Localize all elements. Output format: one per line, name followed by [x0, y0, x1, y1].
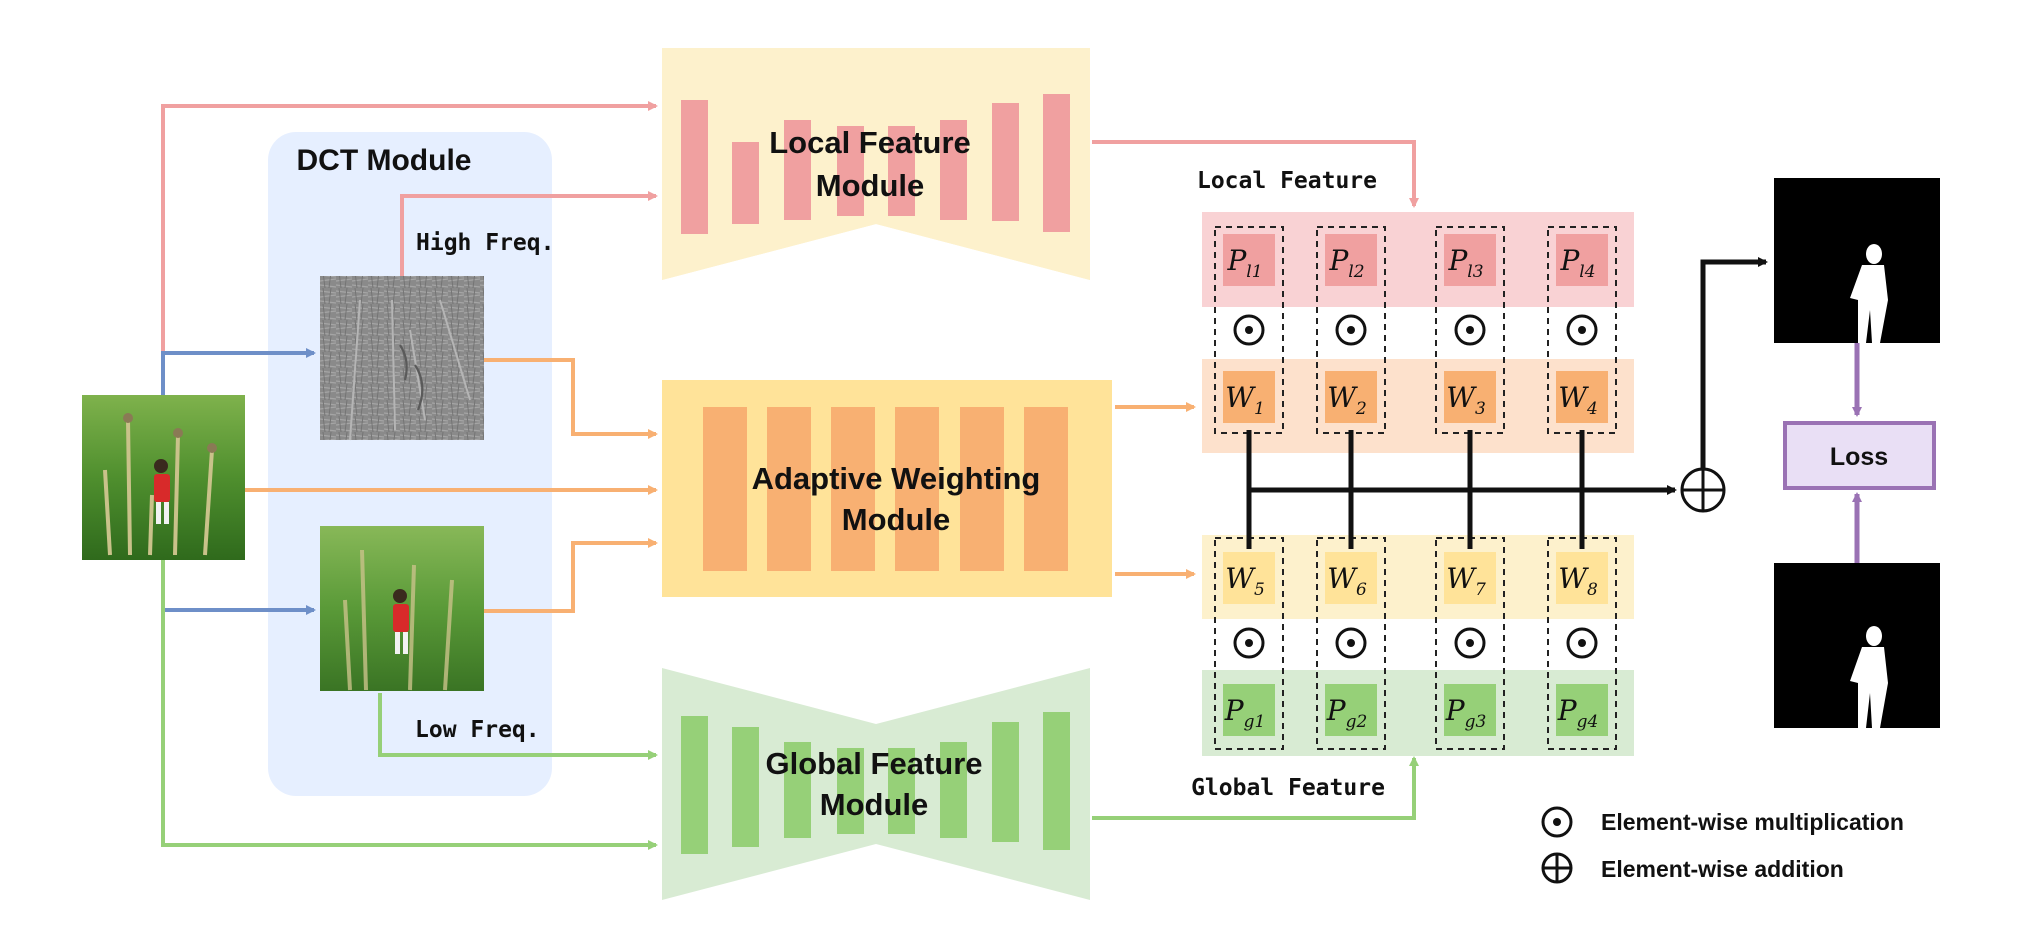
arrow-sum-to-prediction — [1700, 257, 1768, 469]
local-module-title-line1: Local Feature — [769, 125, 971, 160]
odot-icon — [1233, 314, 1265, 346]
weight-bottom-cell-3: W7 — [1444, 552, 1496, 604]
odot-icon — [1541, 806, 1573, 838]
oplus-icon — [1541, 852, 1573, 884]
high-freq-label: High Freq. — [416, 230, 554, 256]
adaptive-weighting-module: Adaptive Weighting Module — [662, 380, 1112, 597]
global-module-title-line2: Module — [820, 787, 929, 822]
global-feature-module: Global Feature Module — [662, 668, 1090, 900]
arrow-high-to-local — [400, 191, 658, 276]
high-frequency-image — [320, 276, 484, 441]
global-feature-cell-4: Pg4 — [1556, 684, 1608, 736]
local-module-title-line2: Module — [816, 168, 925, 203]
weight-top-cell-3: W3 — [1444, 371, 1496, 423]
arrow-input-to-high — [161, 348, 316, 395]
legend: Element-wise multiplication Element-wise… — [1541, 806, 1904, 884]
weight-top-cell-4: W4 — [1556, 371, 1608, 423]
odot-icon — [1566, 314, 1598, 346]
odot-icon — [1454, 627, 1486, 659]
odot-icon — [1454, 314, 1486, 346]
arrow-global-to-feature — [1092, 756, 1419, 820]
local-feature-cell-3: Pl3 — [1444, 234, 1496, 286]
local-feature-cell-2: Pl2 — [1325, 234, 1377, 286]
arrow-low-to-global — [378, 693, 658, 760]
global-feature-cell-2: Pg2 — [1325, 684, 1377, 736]
odot-icon — [1233, 627, 1265, 659]
arrow-high-to-adaptive — [484, 358, 658, 439]
weight-top-cell-2: W2 — [1325, 371, 1377, 423]
adaptive-module-title-line1: Adaptive Weighting — [752, 461, 1041, 496]
weight-bottom-cell-4: W8 — [1556, 552, 1608, 604]
legend-add-text: Element-wise addition — [1601, 856, 1844, 882]
svg-text:Pg3: Pg3 — [1445, 694, 1487, 732]
local-feature-label: Local Feature — [1197, 168, 1377, 194]
weight-bottom-cell-2: W6 — [1325, 552, 1377, 604]
arrow-local-to-feature — [1092, 140, 1419, 208]
odot-icon — [1566, 627, 1598, 659]
global-feature-label: Global Feature — [1191, 775, 1385, 801]
loss-label: Loss — [1830, 443, 1888, 471]
local-feature-cell-4: Pl4 — [1556, 234, 1608, 286]
weight-top-cell-1: W1 — [1223, 371, 1275, 423]
low-freq-label: Low Freq. — [415, 717, 540, 743]
dct-module-title: DCT Module — [297, 144, 472, 177]
oplus-icon — [1680, 467, 1726, 513]
arrow-input-to-local — [161, 101, 658, 395]
adaptive-module-title-line2: Module — [842, 502, 951, 537]
svg-text:Pl1: Pl1 — [1226, 244, 1262, 282]
loss-box — [1783, 421, 1936, 490]
local-feature-module: Local Feature Module — [662, 48, 1090, 280]
global-module-title-line1: Global Feature — [765, 746, 982, 781]
odot-icon — [1335, 314, 1367, 346]
ground-truth-mask-image — [1774, 563, 1940, 728]
local-feature-cell-1: Pl1 — [1223, 234, 1275, 286]
input-image — [82, 395, 245, 560]
global-feature-cell-3: Pg3 — [1444, 684, 1496, 736]
prediction-mask-image — [1774, 178, 1940, 343]
legend-mult-text: Element-wise multiplication — [1601, 809, 1904, 835]
arrow-low-to-adaptive — [484, 538, 658, 613]
odot-icon — [1335, 627, 1367, 659]
arrow-input-to-global — [161, 560, 658, 850]
weight-bottom-cell-1: W5 — [1223, 552, 1275, 604]
low-frequency-image — [320, 526, 484, 691]
global-feature-cell-1: Pg1 — [1223, 684, 1275, 736]
